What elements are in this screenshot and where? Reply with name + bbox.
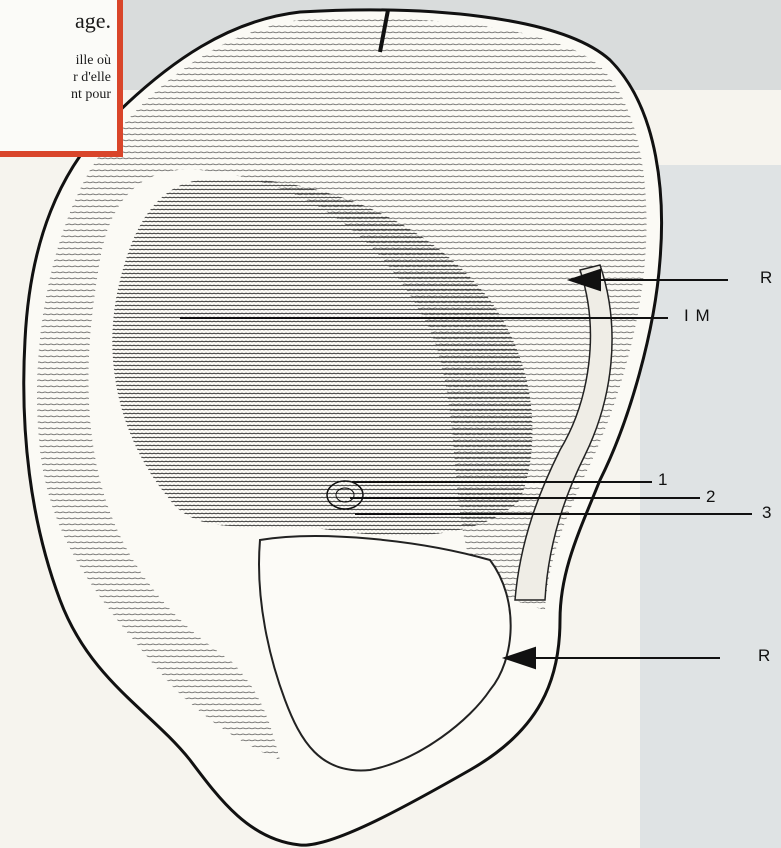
caption-line-4: nt pour	[71, 88, 111, 102]
caption-line-1: age.	[75, 10, 111, 32]
label-IM: I M	[684, 306, 711, 326]
label-R-bottom: R	[758, 646, 771, 666]
label-2: 2	[706, 487, 716, 507]
label-R-top: R	[760, 268, 773, 288]
label-3: 3	[762, 503, 772, 523]
caption-box: age. ille où r d'elle nt pour	[0, 0, 123, 157]
label-1: 1	[658, 470, 668, 490]
caption-line-2: ille où	[76, 54, 111, 68]
caption-line-3: r d'elle	[73, 71, 111, 85]
